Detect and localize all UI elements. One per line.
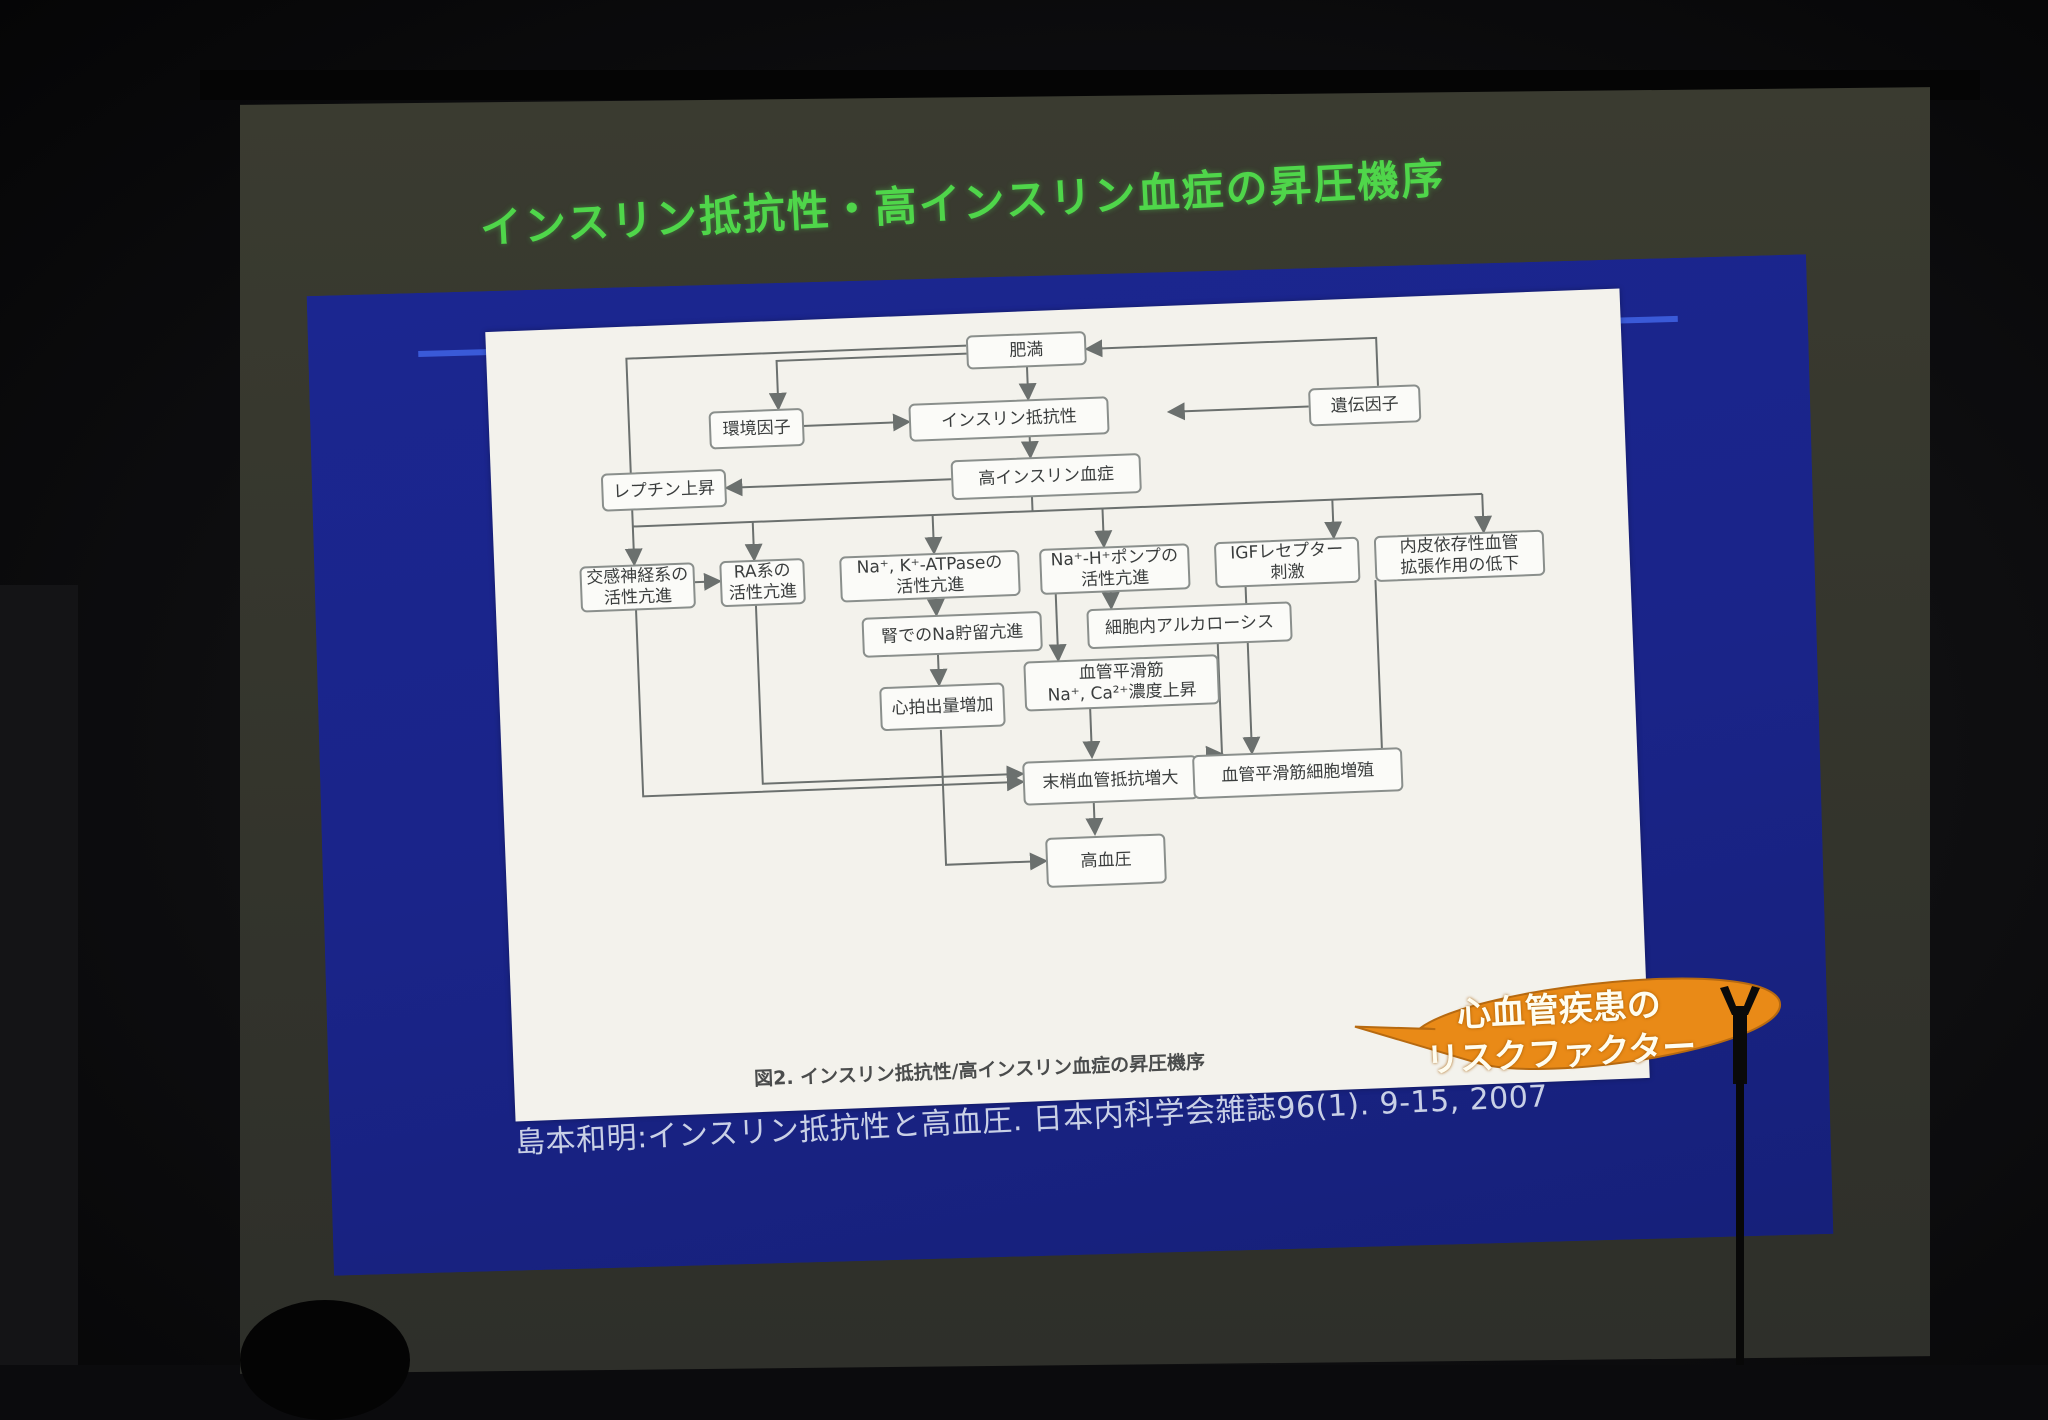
node-cardiac-output: 心拍出量増加	[879, 682, 1006, 732]
node-insulin-resistance: インスリン抵抗性	[908, 396, 1110, 442]
node-na-h-pump-line2: 活性亢進	[1080, 567, 1150, 591]
node-vsm-na-ca: 血管平滑筋 Na⁺, Ca²⁺濃度上昇	[1023, 654, 1221, 712]
left-wall-edge	[0, 585, 78, 1365]
node-na-k-atpase-line2: 活性亢進	[895, 574, 965, 598]
node-renal-na: 腎でのNa貯留亢進	[861, 610, 1043, 658]
node-vsm-proliferation: 血管平滑筋細胞増殖	[1192, 747, 1404, 800]
flowchart-connectors	[624, 336, 1493, 871]
node-hyperinsulinemia: 高インスリン血症	[950, 453, 1142, 501]
node-na-h-pump-line1: Na⁺-H⁺ポンプの	[1050, 545, 1179, 571]
node-leptin: レプチン上昇	[600, 468, 728, 512]
node-ra: RA系の 活性亢進	[719, 558, 806, 608]
node-ra-line2: 活性亢進	[728, 581, 798, 604]
flowchart-panel: 肥満 環境因子 インスリン抵抗性 遺伝因子 レプチン上昇 高インスリン血症 交感…	[485, 288, 1650, 1122]
node-genetics: 遺伝因子	[1308, 384, 1422, 427]
microphone-stand	[1720, 986, 1760, 1365]
node-ra-line1: RA系の	[733, 560, 791, 583]
node-sympathetic-line1: 交感神経系の	[585, 564, 689, 589]
callout-text: 心血管疾患の リスクファクター	[1408, 980, 1712, 1084]
audience-head-silhouette	[240, 1300, 410, 1420]
callout-bubble	[1354, 977, 1781, 1070]
node-igf-receptor-line2: 刺激	[1270, 561, 1305, 584]
node-endothelial: 内皮依存性血管 拡張作用の低下	[1373, 529, 1546, 583]
node-vsm-na-ca-line2: Na⁺, Ca²⁺濃度上昇	[1047, 680, 1197, 706]
node-na-h-pump: Na⁺-H⁺ポンプの 活性亢進	[1038, 543, 1191, 595]
node-na-k-atpase: Na⁺, K⁺-ATPaseの 活性亢進	[839, 549, 1021, 603]
node-igf-receptor-line1: IGFレセプター	[1229, 539, 1344, 564]
node-sympathetic: 交感神経系の 活性亢進	[579, 562, 697, 613]
node-igf-receptor: IGFレセプター 刺激	[1213, 536, 1361, 589]
node-hypertension: 高血圧	[1045, 833, 1167, 888]
node-sympathetic-line2: 活性亢進	[603, 586, 673, 609]
node-na-k-atpase-line1: Na⁺, K⁺-ATPaseの	[856, 552, 1003, 578]
node-environment: 環境因子	[708, 407, 805, 450]
node-alkalosis: 細胞内アルカローシス	[1086, 601, 1293, 650]
node-obesity: 肥満	[965, 331, 1087, 370]
node-endothelial-line2: 拡張作用の低下	[1400, 553, 1520, 579]
node-peripheral-resistance: 末梢血管抵抗増大	[1022, 755, 1199, 806]
